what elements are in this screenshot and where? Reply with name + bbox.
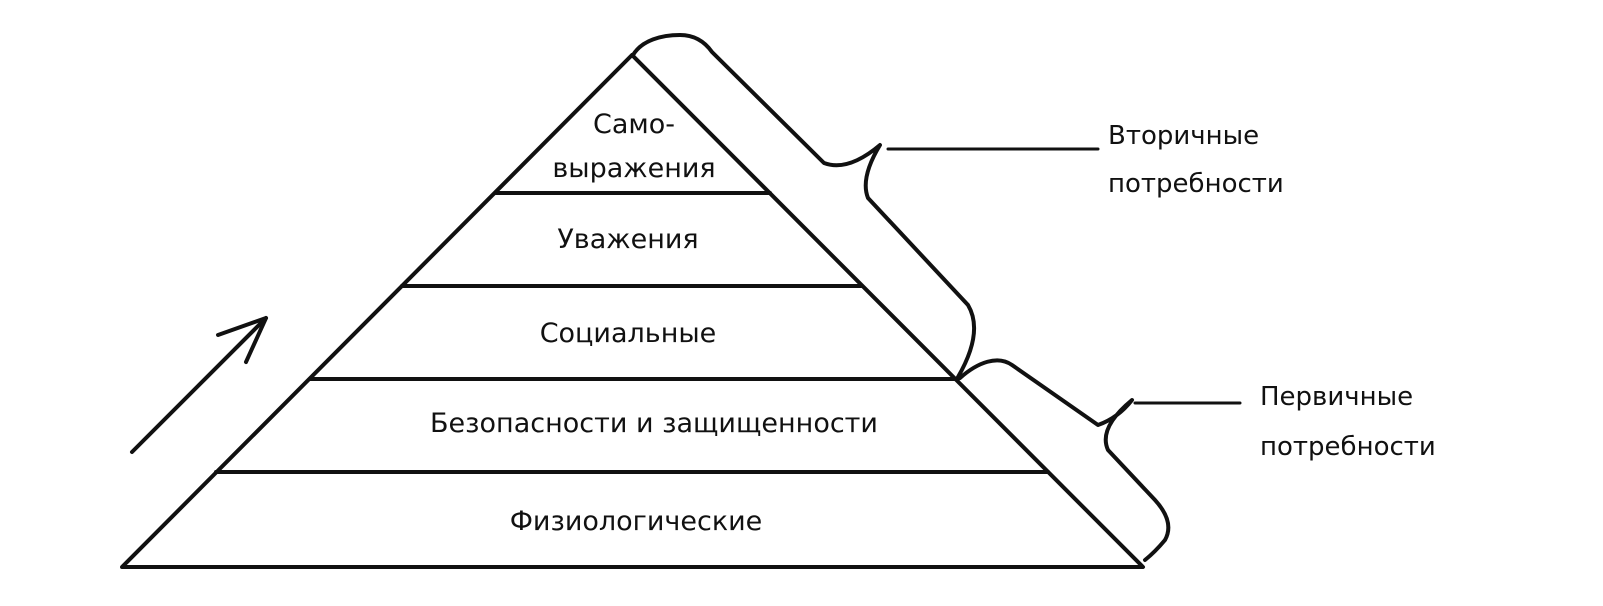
level-label-esteem: Уважения [557, 224, 698, 255]
level-label-self-expression-line2: выражения [552, 153, 715, 184]
pyramid-outline [120, 53, 1145, 569]
primary-needs-label-line2: потребности [1260, 432, 1436, 462]
secondary-needs-label-line2: потребности [1108, 169, 1284, 199]
level-label-social: Социальные [540, 318, 717, 349]
level-label-safety: Безопасности и защищенности [430, 408, 878, 439]
primary-needs-label-line1: Первичные [1260, 382, 1413, 412]
level-label-physiological: Физиологические [510, 506, 763, 537]
secondary-needs-label-line1: Вторичные [1108, 121, 1259, 151]
primary-needs-brace [958, 358, 1171, 562]
secondary-needs-brace [631, 33, 976, 379]
upward-arrow-icon [130, 316, 268, 454]
level-label-self-expression-line1: Само- [593, 109, 675, 140]
